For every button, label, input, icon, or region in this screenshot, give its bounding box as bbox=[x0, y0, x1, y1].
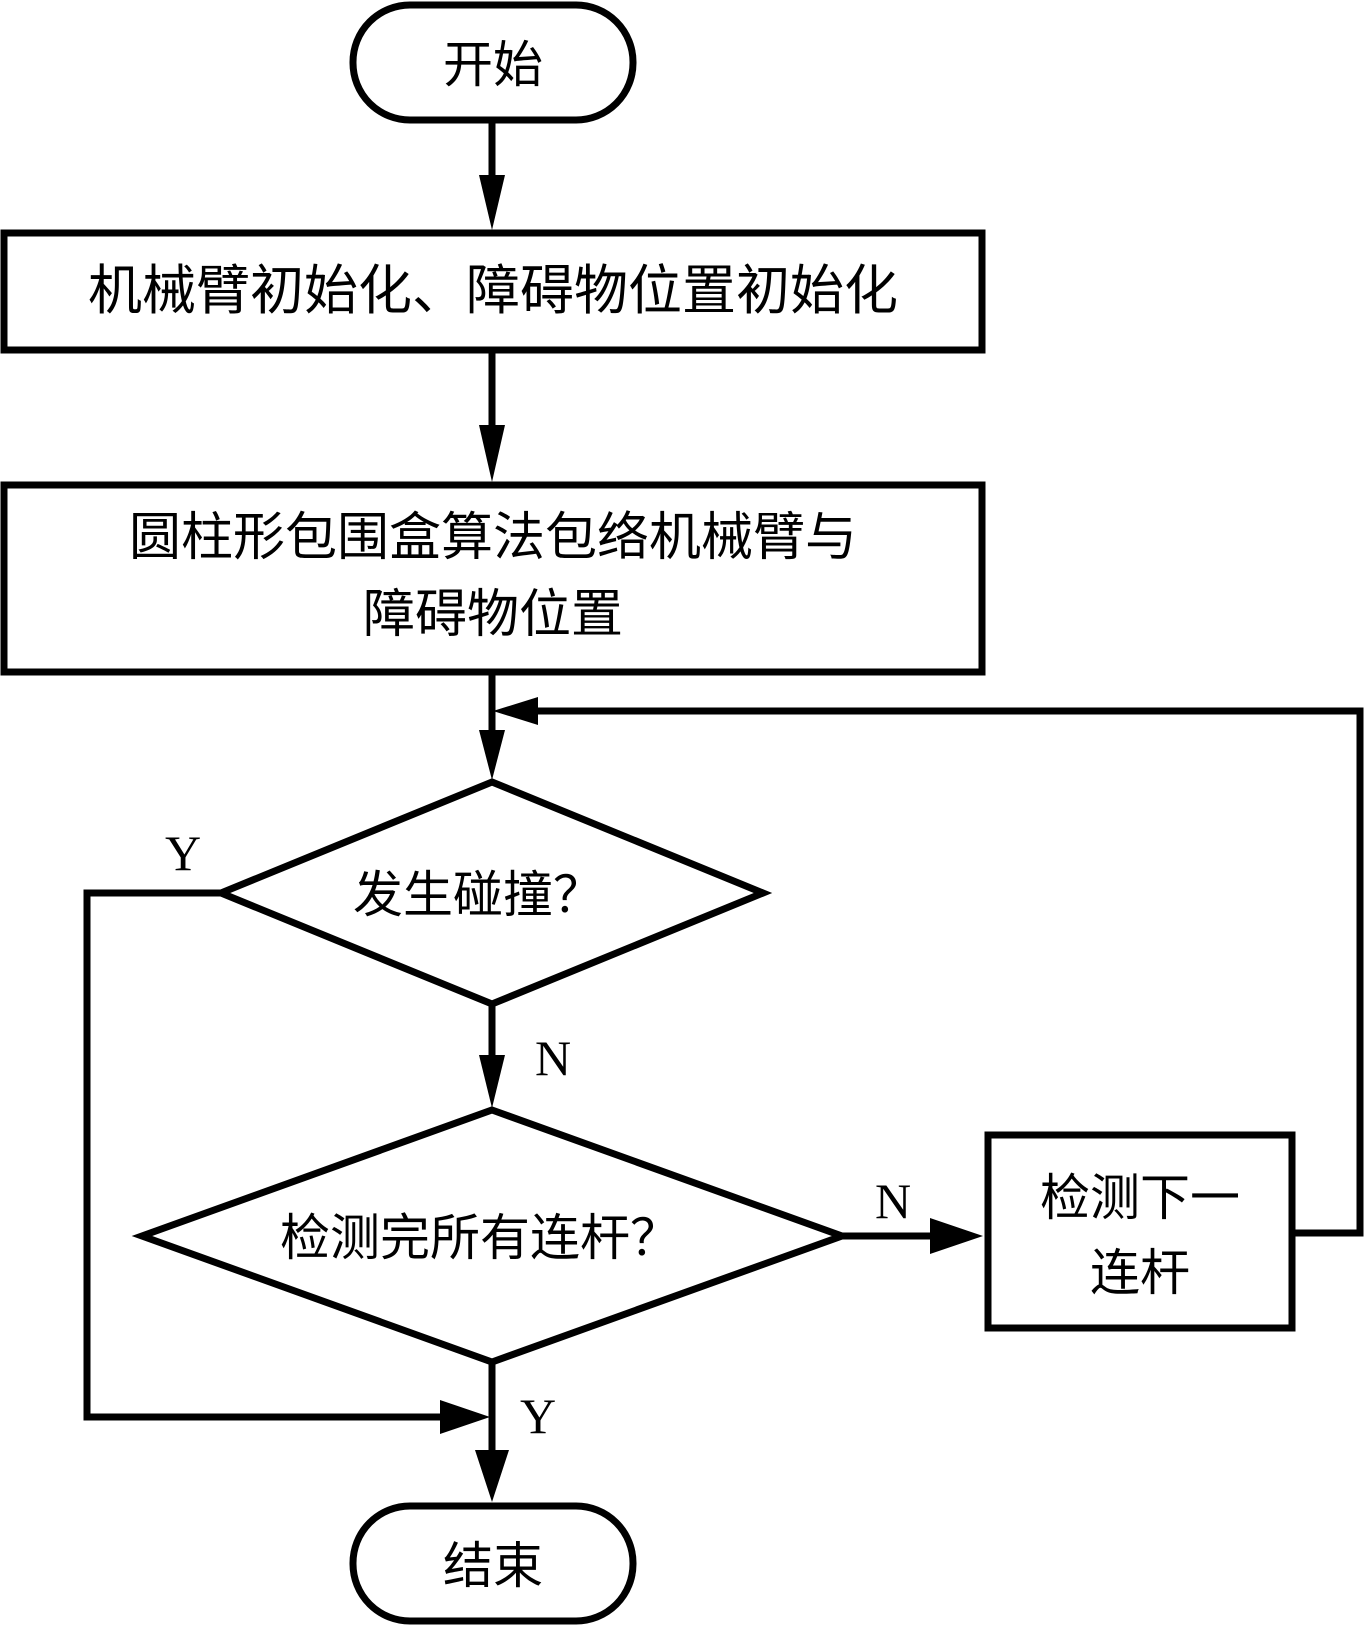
next-link-text-line1: 检测下一 bbox=[1040, 1169, 1240, 1227]
next-link-text-line2: 连杆 bbox=[1090, 1244, 1190, 1302]
arrowhead-icon bbox=[479, 175, 505, 230]
collision-node: 发生碰撞？ bbox=[211, 778, 773, 1008]
all-links-node: 检测完所有连杆？ bbox=[131, 1106, 853, 1366]
edge-collision-alllinks: N bbox=[479, 1004, 571, 1108]
arrowhead-icon bbox=[479, 1055, 505, 1108]
edge-init-bounding bbox=[479, 350, 505, 482]
arrowhead-icon bbox=[493, 697, 538, 725]
bounding-text-line1: 圆柱形包围盒算法包络机械臂与 bbox=[129, 508, 857, 568]
arrowhead-icon bbox=[479, 425, 505, 482]
collision-no-label: N bbox=[535, 1030, 571, 1086]
bounding-node: 圆柱形包围盒算法包络机械臂与 障碍物位置 bbox=[0, 481, 986, 676]
collision-yes-label: Y bbox=[165, 825, 201, 881]
start-text: 开始 bbox=[443, 36, 543, 94]
start-node: 开始 bbox=[349, 1, 637, 124]
collision-text: 发生碰撞？ bbox=[353, 866, 603, 924]
end-node: 结束 bbox=[349, 1502, 637, 1625]
next-link-node: 检测下一 连杆 bbox=[984, 1131, 1296, 1332]
arrowhead-icon bbox=[930, 1218, 983, 1254]
init-node: 机械臂初始化、障碍物位置初始化 bbox=[0, 229, 986, 354]
links-yes-label: Y bbox=[520, 1388, 556, 1444]
edge-nextlink-collision bbox=[493, 697, 1364, 1237]
arrowhead-icon bbox=[479, 730, 505, 780]
edge-collision-end: Y bbox=[83, 825, 490, 1434]
init-text: 机械臂初始化、障碍物位置初始化 bbox=[88, 259, 898, 322]
edge-alllinks-nextlink: N bbox=[842, 1173, 983, 1254]
arrowhead-icon bbox=[475, 1450, 509, 1502]
arrowhead-icon bbox=[440, 1400, 490, 1434]
end-text: 结束 bbox=[443, 1537, 543, 1595]
edge-alllinks-end: Y bbox=[475, 1362, 556, 1502]
edge-bounding-collision bbox=[479, 672, 505, 780]
all-links-text: 检测完所有连杆？ bbox=[280, 1209, 680, 1267]
links-no-label: N bbox=[875, 1173, 911, 1229]
bounding-text-line2: 障碍物位置 bbox=[363, 585, 623, 645]
edge-start-init bbox=[479, 120, 505, 230]
